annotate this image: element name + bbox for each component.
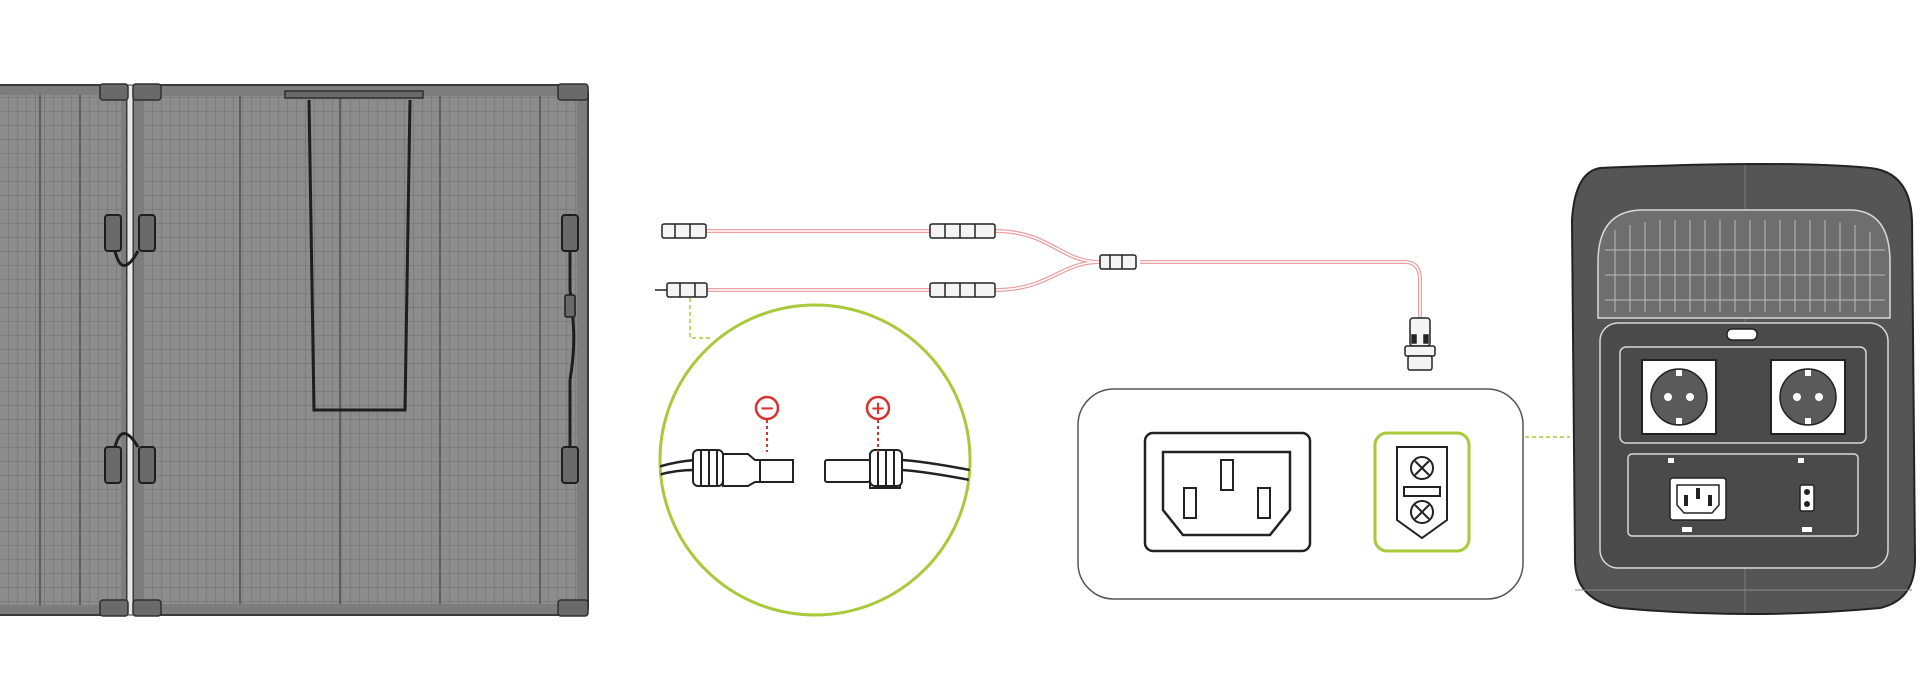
y-branch-cable-icon: [655, 223, 1436, 371]
ac-inlet-icon: [1143, 431, 1312, 553]
power-station-icon: [1570, 163, 1917, 615]
station-solar-input: [1799, 484, 1815, 532]
polarity-negative-symbol: −: [759, 398, 774, 419]
solar-panel-right-half: [132, 84, 589, 616]
port-zoom-panel: [1077, 388, 1524, 600]
kickstand: [307, 99, 412, 412]
panel-hinge: [126, 84, 134, 616]
ac-outlet-right: [1770, 359, 1846, 435]
cable-mc4-plug-negative: [661, 223, 707, 239]
zoom-leader-line: [689, 298, 712, 339]
station-ac-inlet: [1669, 477, 1727, 532]
ac-outlet-left: [1641, 359, 1717, 435]
panel-top-bracket: [284, 90, 424, 99]
polarity-negative-marker: −: [754, 395, 780, 452]
solar-panel-left-half: [0, 84, 128, 616]
mc4-connector-zoom: − +: [658, 303, 972, 617]
polarity-positive-marker: +: [865, 395, 891, 452]
cable-output-plug: [1404, 317, 1436, 371]
solar-panel-icon: [0, 83, 589, 617]
panel-clasps: [104, 214, 579, 484]
cable-mc4-plug-positive: [655, 282, 708, 298]
inline-connectors: [929, 223, 1137, 298]
polarity-positive-symbol: +: [870, 398, 885, 419]
solar-input-port-icon: [1373, 431, 1471, 553]
station-vent: [1597, 209, 1891, 319]
station-front-panel: [1599, 322, 1889, 569]
mc4-connector-icon: [660, 449, 970, 489]
